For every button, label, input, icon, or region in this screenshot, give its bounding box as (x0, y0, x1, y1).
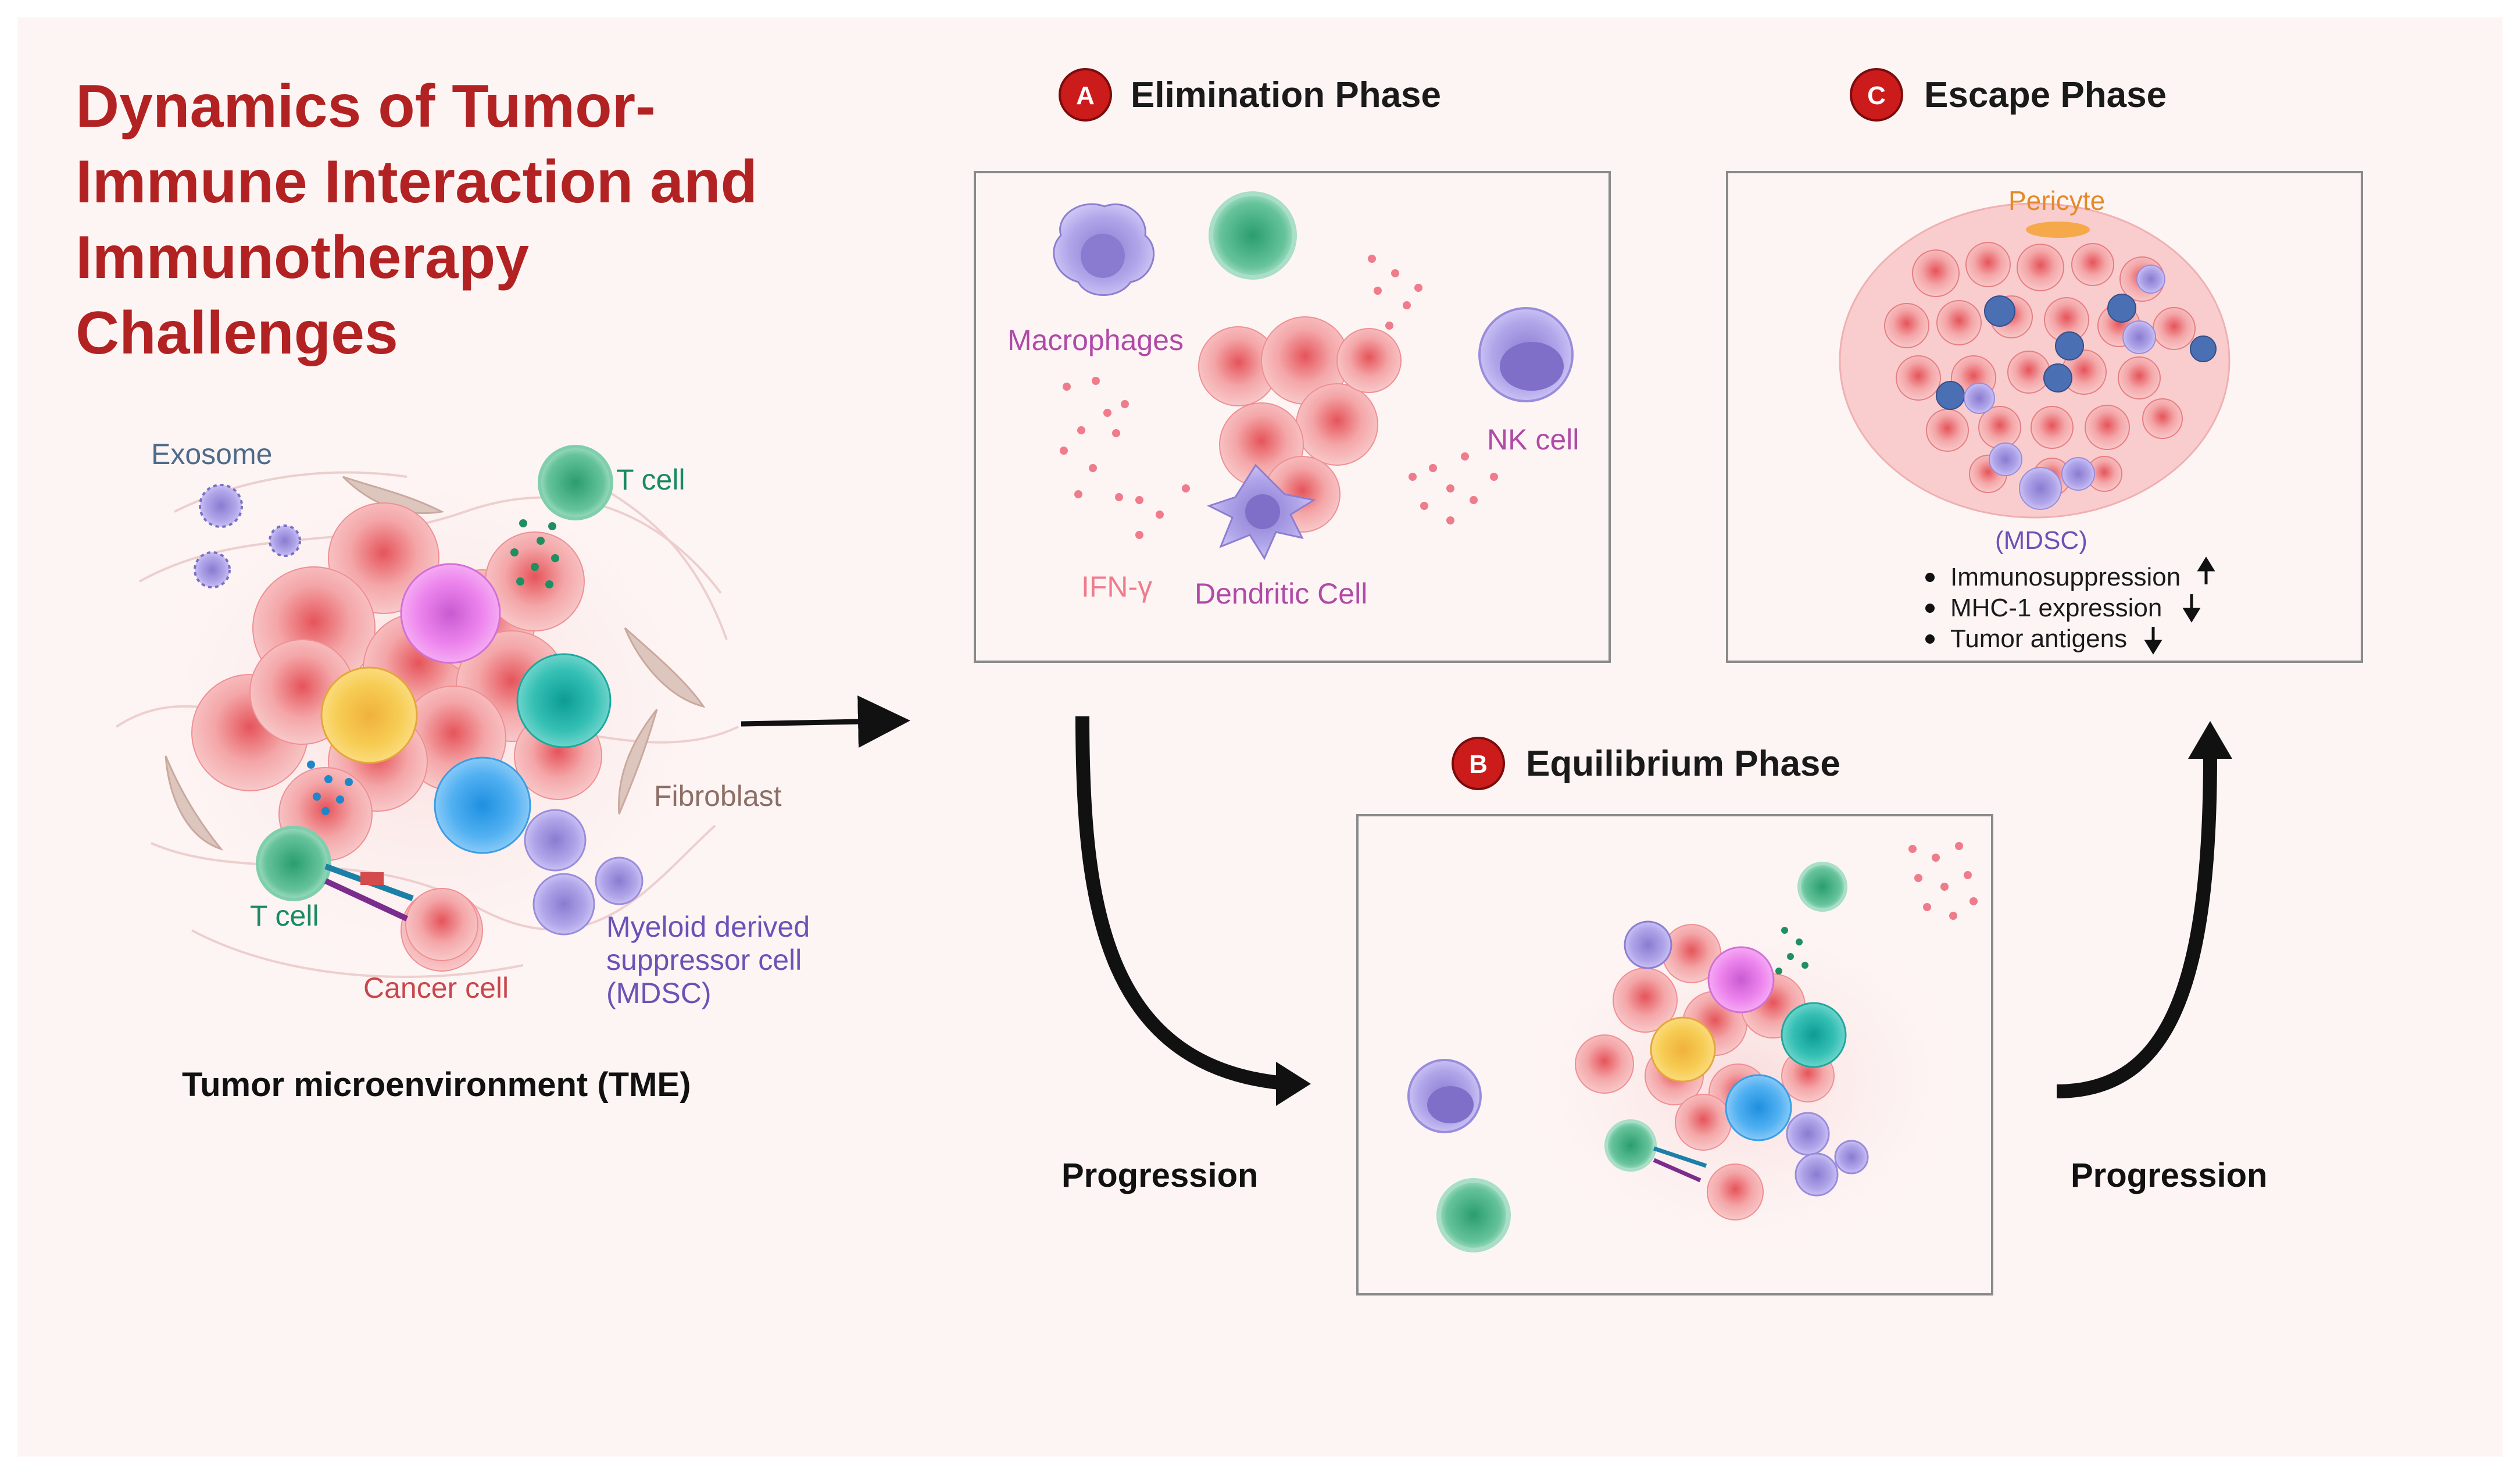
label-ifn-gamma: IFN-γ (1081, 570, 1153, 603)
ifn-gamma-dots (1060, 255, 1498, 539)
nk-cell-nucleus (1500, 342, 1564, 391)
label-dendritic-cell: Dendritic Cell (1195, 577, 1368, 610)
equilibrium-t-cell-bottom (1604, 1119, 1657, 1172)
badge-a-letter: A (1076, 81, 1095, 110)
arrow-progression-right-head (2188, 721, 2232, 759)
title-line-3: Immunotherapy (76, 224, 530, 291)
elimination-phase-title: Elimination Phase (1131, 75, 1442, 115)
bullet-immunosuppression: Immunosuppression (1950, 563, 2181, 591)
title-line-4: Challenges (76, 299, 398, 367)
equilibrium-mdsc-cells (1786, 1112, 1869, 1197)
title-line-1: Dynamics of Tumor- (76, 73, 656, 140)
panel-equilibrium (1356, 737, 1993, 1295)
tme-cytokines-blue (307, 761, 353, 815)
label-exosome: Exosome (151, 438, 273, 470)
equilibrium-dendritic-cell (1624, 920, 1672, 969)
label-progression-right: Progression (2071, 1157, 2268, 1194)
label-mdsc-line-1: Myeloid derived (606, 911, 810, 943)
tme-mdsc-cells (524, 809, 644, 936)
trend-arrows (2144, 556, 2215, 655)
dendritic-cell (1207, 463, 1316, 561)
label-escape-mdsc: (MDSC) (1995, 526, 2088, 555)
badge-b (1452, 737, 1505, 790)
teal-cell (516, 653, 612, 748)
equilibrium-green-dots (1775, 927, 1808, 975)
magenta-cell (400, 563, 501, 664)
label-t-cell-top: T cell (616, 463, 685, 496)
arrow-progression-left (1075, 716, 1291, 1091)
badge-b-letter: B (1469, 750, 1488, 779)
equilibrium-blue-cell (1725, 1074, 1792, 1141)
pericyte-cell (2026, 222, 2090, 238)
badge-a (1059, 68, 1112, 122)
label-mdsc-line-2: suppressor cell (606, 944, 802, 976)
t-cell-bottom (256, 826, 331, 901)
tme-cluster (105, 424, 756, 1006)
equilibrium-magenta-cell (1707, 946, 1775, 1013)
t-cell-top (538, 445, 613, 520)
label-fibroblast: Fibroblast (654, 780, 782, 812)
equilibrium-teal-cell (1781, 1002, 1847, 1068)
title-line-2: Immune Interaction and (76, 148, 758, 216)
label-progression-left: Progression (1061, 1157, 1259, 1194)
tme-caption: Tumor microenvironment (TME) (182, 1066, 691, 1104)
equilibrium-t-cell-top (1797, 862, 1847, 912)
equilibrium-ifn-dots (1908, 842, 1978, 920)
equilibrium-t-cell-outer (1436, 1178, 1511, 1252)
label-pericyte: Pericyte (2008, 185, 2106, 216)
badge-c-letter: C (1867, 81, 1886, 110)
badge-c (1850, 68, 1903, 122)
arrow-progression-left-head (1276, 1062, 1311, 1106)
escape-phase-title: Escape Phase (1924, 75, 2167, 115)
tcr-interaction (324, 863, 414, 922)
arrow-progression-right (2056, 755, 2217, 1098)
fibroblast-cells (165, 476, 706, 851)
panel-elimination (974, 68, 1611, 663)
escape-bullets (1925, 573, 1935, 644)
yellow-cell (320, 666, 418, 764)
macrophage-nucleus (1081, 234, 1125, 278)
label-mdsc-line-3: (MDSC) (606, 977, 712, 1009)
t-cell-a (1209, 191, 1297, 280)
label-t-cell-bottom: T cell (250, 900, 319, 932)
label-cancer-cell: Cancer cell (363, 972, 509, 1004)
cancer-cell-bottom (405, 888, 478, 961)
arrow-to-elimination (741, 695, 910, 748)
equilibrium-yellow-cell (1650, 1016, 1716, 1083)
label-macrophages: Macrophages (1007, 324, 1184, 356)
equilibrium-tcr (1653, 1146, 1707, 1183)
label-nk-cell: NK cell (1487, 423, 1579, 456)
blue-cell (434, 756, 531, 854)
elimination-cancer-cells (1198, 316, 1402, 533)
bullet-tumor-antigens: Tumor antigens (1950, 624, 2128, 653)
exosomes (194, 484, 301, 588)
panel-escape (1726, 68, 2363, 663)
figure-title: Dynamics of Tumor- Immune Interaction an… (76, 69, 831, 371)
escape-cells (1884, 242, 2217, 510)
tme-cytokines-green (510, 519, 559, 588)
equilibrium-phase-title: Equilibrium Phase (1526, 744, 1840, 784)
bullet-mhc1-expression: MHC-1 expression (1950, 594, 2162, 622)
